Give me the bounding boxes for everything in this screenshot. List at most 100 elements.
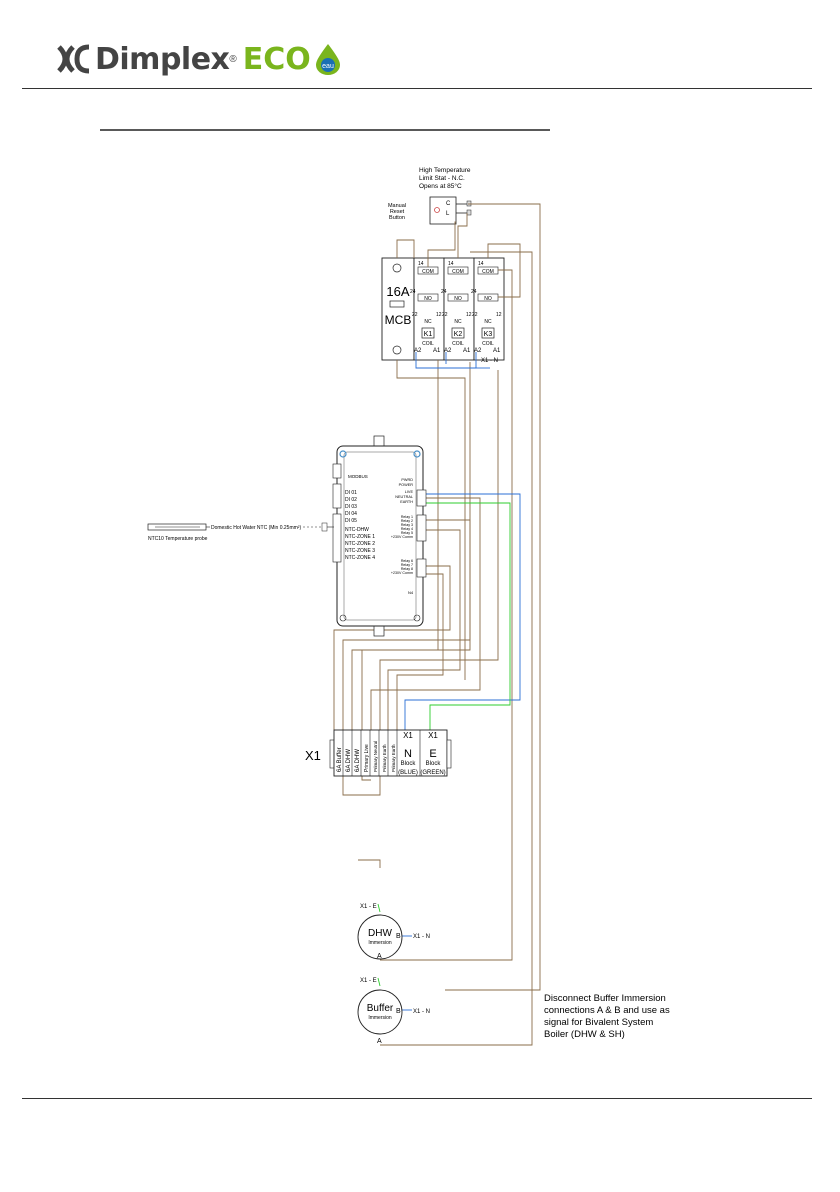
hi-temp-line-3: Opens at 85°C — [419, 182, 462, 190]
svg-text:+230V Comm: +230V Comm — [391, 535, 413, 539]
svg-text:Relay 6: Relay 6 — [401, 559, 413, 563]
wiring-brown — [333, 203, 541, 1046]
svg-text:X1: X1 — [403, 731, 413, 740]
dhw-earth-label: X1 - E — [360, 904, 377, 910]
svg-text:12: 12 — [466, 312, 472, 318]
reset-line-2: Reset — [390, 209, 405, 215]
reset-line-1: Manual — [388, 203, 406, 209]
note-line-2: connections A & B and use as — [544, 1005, 670, 1016]
x1-terminal-1: 6A Buffer — [337, 747, 343, 772]
svg-text:NEUTRAL: NEUTRAL — [395, 495, 413, 499]
svg-text:Block: Block — [426, 761, 442, 767]
x1-terminal-block: X1 6A Buffer 6A DHW 6A DHW Primary Live … — [305, 729, 452, 777]
note-line-1: Disconnect Buffer Immersion — [544, 993, 666, 1004]
svg-text:12: 12 — [436, 312, 442, 318]
ntc-probe-label: NTC10 Temperature probe — [148, 536, 208, 542]
svg-text:COIL: COIL — [482, 341, 494, 347]
controller-board: MODBUS DI 01 DI 02 DI 03 DI 04 DI 05 NTC… — [332, 435, 427, 637]
relay-k1: 14 COM 24 NO 22 12 NC K1 COIL A2 A1 — [410, 257, 445, 361]
controller-ntc-dhw: NTC-DHW — [345, 527, 369, 533]
relay-k3-no: NO — [484, 296, 492, 302]
svg-text:L: L — [446, 211, 450, 217]
x1-terminal-3: 6A DHW — [355, 749, 361, 772]
svg-text:EARTH: EARTH — [400, 500, 413, 504]
buffer-name: Buffer — [367, 1003, 394, 1014]
svg-text:Relay 1: Relay 1 — [401, 515, 413, 519]
ntc-probe-caption: Domestic Hot Water NTC (Min 0.25mm²) — [211, 525, 301, 531]
svg-text:A1: A1 — [463, 348, 471, 354]
svg-text:A1: A1 — [433, 348, 441, 354]
svg-text:COIL: COIL — [452, 341, 464, 347]
svg-text:A: A — [377, 1038, 382, 1045]
svg-text:POWER: POWER — [399, 483, 414, 487]
relay-x1-n: X1 - N — [481, 358, 498, 364]
controller-bottom-tab — [373, 625, 385, 637]
svg-text:24: 24 — [441, 289, 447, 295]
svg-text:N4: N4 — [408, 590, 414, 595]
controller-modbus: MODBUS — [348, 474, 368, 479]
buffer-earth-label: X1 - E — [360, 978, 377, 984]
relay-k1-com: COM — [422, 269, 434, 275]
buffer-neutral-label: X1 - N — [413, 1009, 430, 1015]
svg-text:14: 14 — [418, 261, 424, 267]
x1-terminal-4: Primary Live — [364, 744, 370, 772]
svg-text:Relay 3: Relay 3 — [401, 523, 413, 527]
svg-text:A2: A2 — [414, 348, 422, 354]
controller-di-01: DI 01 — [345, 490, 357, 496]
controller-ntc-zone-4: NTC-ZONE 4 — [345, 555, 375, 561]
buffer-immersion: X1 - E Buffer Immersion B A X1 - N — [357, 978, 430, 1045]
mcb-rating: 16A — [386, 284, 409, 299]
high-temp-limit-stat: High Temperature Limit Stat - N.C. Opens… — [388, 167, 472, 225]
x1-label: X1 — [305, 748, 321, 763]
relay-k1-nc: NC — [424, 319, 432, 325]
svg-text:A1: A1 — [493, 348, 501, 354]
controller-ntc-zone-2: NTC-ZONE 2 — [345, 541, 375, 547]
svg-text:Relay 2: Relay 2 — [401, 519, 413, 523]
eau-drop-icon: eau — [315, 44, 340, 75]
svg-text:LIVE: LIVE — [405, 490, 414, 494]
relay-k1-label: K1 — [424, 331, 433, 338]
controller-ntc-zone-1: NTC-ZONE 1 — [345, 534, 375, 540]
x1-terminal-7: Primary Earth — [391, 744, 396, 772]
svg-text:Relay 5: Relay 5 — [401, 531, 413, 535]
mcb-breaker: 16A MCB — [381, 257, 415, 361]
controller-di-04: DI 04 — [345, 511, 357, 517]
dhw-neutral-label: X1 - N — [413, 934, 430, 940]
x1-terminal-5: Primary Neutral — [373, 741, 378, 772]
e-block-letter: E — [429, 748, 436, 760]
svg-text:A2: A2 — [444, 348, 452, 354]
svg-text:Relay 8: Relay 8 — [401, 567, 413, 571]
svg-text:14: 14 — [478, 261, 484, 267]
relay-k2-label: K2 — [454, 331, 463, 338]
relay-k2-com: COM — [452, 269, 464, 275]
relay-k1-no: NO — [424, 296, 432, 302]
reset-line-3: Button — [389, 215, 405, 221]
svg-text:22: 22 — [412, 312, 418, 318]
limit-stat-body — [429, 196, 457, 225]
brand-name: Dimplex — [95, 41, 230, 77]
svg-text:A2: A2 — [474, 348, 482, 354]
mcb-bottom-screw-icon — [392, 345, 402, 355]
controller-di-02: DI 02 — [345, 497, 357, 503]
svg-text:Immersion: Immersion — [368, 1015, 392, 1021]
bivalent-note: Disconnect Buffer Immersion connections … — [544, 993, 670, 1040]
x1-terminal-2: 6A DHW — [346, 749, 352, 772]
hi-temp-line-1: High Temperature — [419, 167, 471, 174]
svg-text:Block: Block — [401, 761, 417, 767]
relay-k3-label: K3 — [484, 331, 493, 338]
wiring-earth-green — [377, 502, 511, 987]
svg-text:X1: X1 — [428, 731, 438, 740]
svg-text:C: C — [446, 201, 451, 207]
e-block-colour: (GREEN) — [420, 770, 445, 776]
controller-ntc-zone-3: NTC-ZONE 3 — [345, 548, 375, 554]
relay-k2-no: NO — [454, 296, 462, 302]
svg-text:12: 12 — [496, 312, 502, 318]
dimplex-mark-icon — [57, 44, 90, 74]
mcb-switch — [389, 300, 405, 308]
n-block-letter: N — [404, 748, 412, 760]
svg-text:B: B — [396, 933, 401, 940]
note-line-3: signal for Bivalent System — [544, 1017, 653, 1028]
svg-text:14: 14 — [448, 261, 454, 267]
n-block-colour: (BLUE) — [398, 770, 418, 776]
